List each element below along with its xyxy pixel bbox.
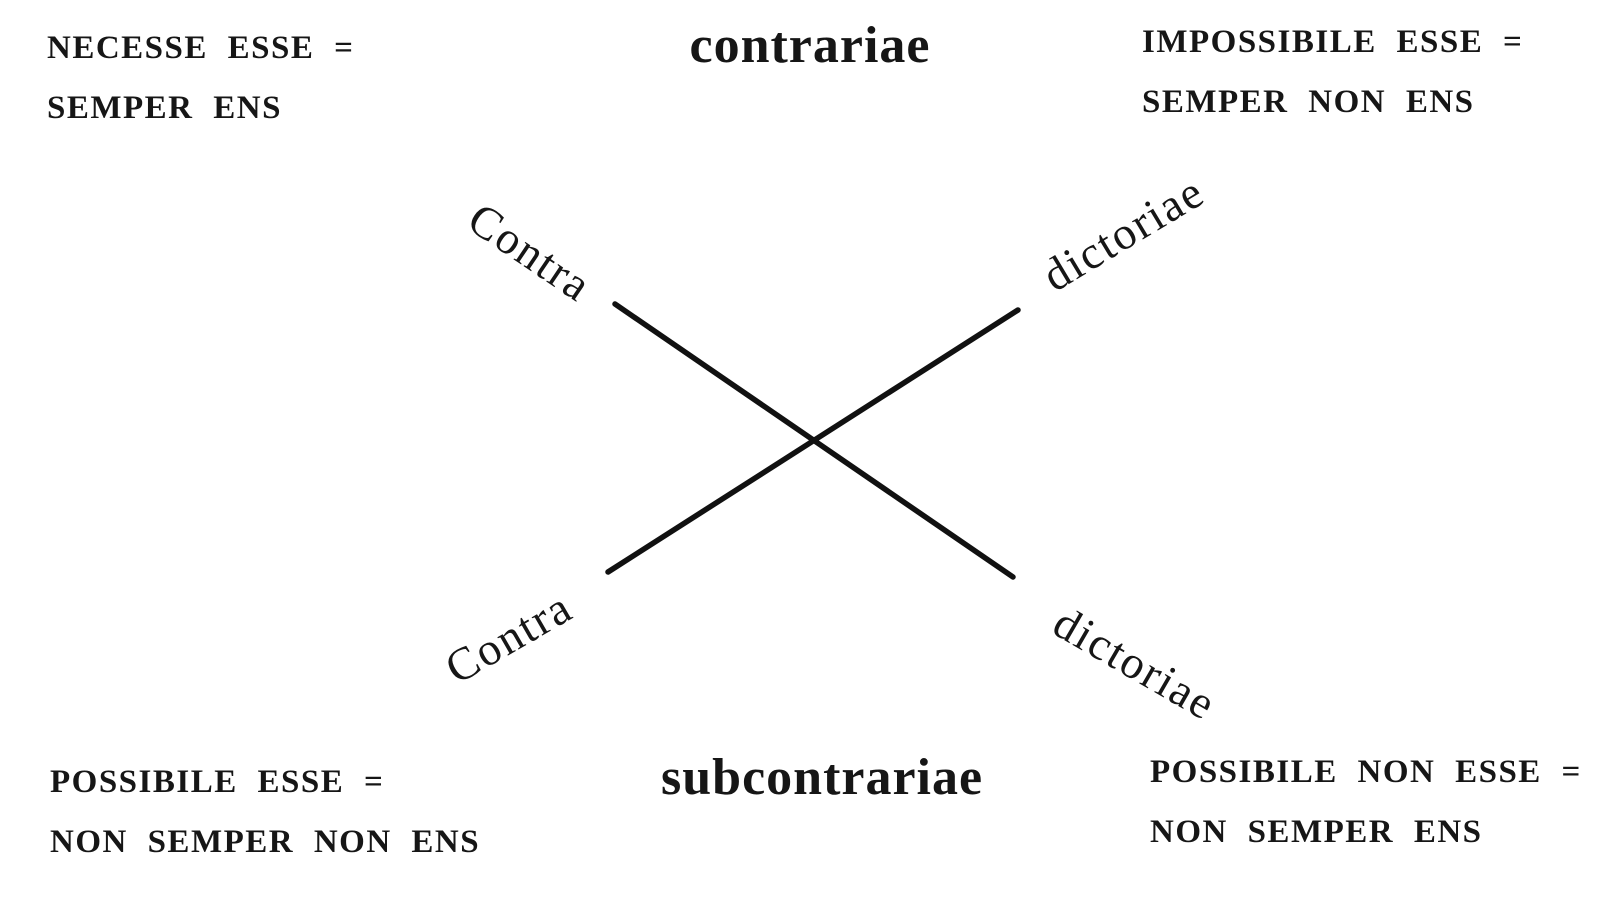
relation-label-subcontrariae: subcontrariae: [661, 749, 984, 806]
contradictory-line-ascending: [605, 307, 1021, 575]
relation-label-contrariae: contrariae: [689, 17, 931, 74]
proposition-possibile-non-esse: POSSIBILE NON ESSE = NON SEMPER ENS: [1150, 742, 1582, 862]
proposition-line: POSSIBILE NON ESSE =: [1150, 754, 1582, 790]
proposition-possibile-esse: POSSIBILE ESSE = NON SEMPER NON ENS: [50, 752, 480, 872]
proposition-line: SEMPER ENS: [47, 90, 282, 126]
proposition-line: NON SEMPER NON ENS: [50, 824, 481, 860]
proposition-line: IMPOSSIBILE ESSE =: [1142, 24, 1524, 60]
proposition-line: NECESSE ESSE =: [47, 30, 355, 66]
proposition-line: POSSIBILE ESSE =: [50, 764, 385, 800]
proposition-impossibile-esse: IMPOSSIBILE ESSE = SEMPER NON ENS: [1142, 12, 1523, 132]
proposition-line: NON SEMPER ENS: [1150, 814, 1483, 850]
proposition-necesse-esse: NECESSE ESSE = SEMPER ENS: [47, 18, 354, 138]
proposition-line: SEMPER NON ENS: [1142, 84, 1475, 120]
